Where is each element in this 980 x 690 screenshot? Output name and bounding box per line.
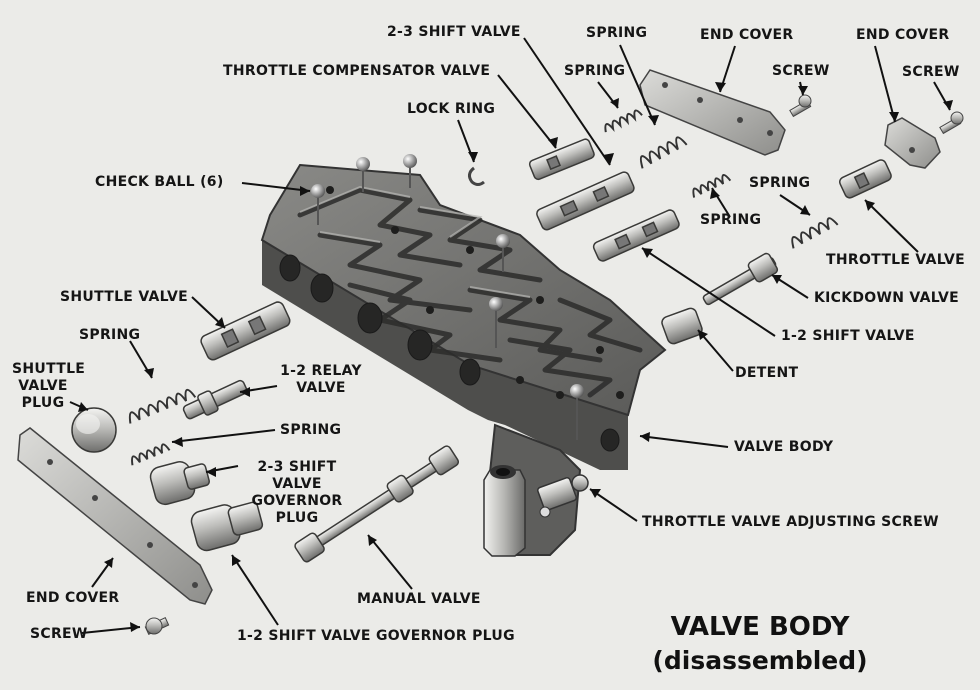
label-check-ball: CHECK BALL (6) bbox=[95, 174, 224, 190]
screw-top bbox=[789, 94, 812, 118]
screw-bottom bbox=[144, 617, 170, 635]
valve-body-casting bbox=[260, 163, 667, 557]
label-spring-lower: SPRING bbox=[280, 422, 342, 438]
label-screw-bottom: SCREW bbox=[30, 626, 88, 642]
label-detent: DETENT bbox=[735, 365, 799, 381]
label-2-3-shift-valve-governor-plug: 2-3 SHIFT VALVE GOVERNOR PLUG bbox=[251, 459, 343, 526]
label-shuttle-valve-plug: SHUTTLE VALVE PLUG bbox=[12, 361, 86, 411]
label-throttle-valve: THROTTLE VALVE bbox=[826, 252, 966, 268]
end-cover-top bbox=[639, 69, 786, 156]
label-screw-right: SCREW bbox=[902, 64, 960, 80]
label-spring-mid: SPRING bbox=[700, 212, 762, 228]
label-end-cover-bottom: END COVER bbox=[26, 590, 120, 606]
label-lock-ring: LOCK RING bbox=[407, 101, 496, 117]
valve-spools bbox=[71, 138, 892, 563]
label-end-cover-right: END COVER bbox=[856, 27, 950, 43]
label-manual-valve: MANUAL VALVE bbox=[357, 591, 481, 607]
end-cover-right bbox=[884, 117, 941, 169]
springs bbox=[128, 109, 839, 466]
lock-ring bbox=[467, 166, 485, 186]
check-balls bbox=[311, 154, 584, 440]
screw-right bbox=[939, 111, 964, 135]
diagram-title: VALVE BODY bbox=[670, 612, 850, 642]
label-throttle-valve-adjusting-screw: THROTTLE VALVE ADJUSTING SCREW bbox=[642, 514, 939, 530]
label-spring-upper: SPRING bbox=[564, 63, 626, 79]
leader-arrowheads bbox=[78, 82, 953, 632]
end-cover-bottom bbox=[17, 427, 213, 605]
label-1-2-shift-valve: 1-2 SHIFT VALVE bbox=[781, 328, 915, 344]
diagram-subtitle: (disassembled) bbox=[652, 646, 868, 675]
label-valve-body: VALVE BODY bbox=[734, 439, 834, 455]
label-kickdown-valve: KICKDOWN VALVE bbox=[814, 290, 960, 306]
label-throttle-compensator-valve: THROTTLE COMPENSATOR VALVE bbox=[223, 63, 491, 79]
label-end-cover-top: END COVER bbox=[700, 27, 794, 43]
label-spring-right: SPRING bbox=[749, 175, 811, 191]
label-1-2-relay-valve: 1-2 RELAY VALVE bbox=[280, 363, 362, 396]
label-shuttle-valve: SHUTTLE VALVE bbox=[60, 289, 188, 305]
label-1-2-shift-valve-governor-plug: 1-2 SHIFT VALVE GOVERNOR PLUG bbox=[237, 628, 515, 644]
label-screw-top: SCREW bbox=[772, 63, 830, 79]
label-2-3-shift-valve: 2-3 SHIFT VALVE bbox=[387, 24, 521, 40]
label-spring-top: SPRING bbox=[586, 25, 648, 41]
label-spring-left: SPRING bbox=[79, 327, 141, 343]
